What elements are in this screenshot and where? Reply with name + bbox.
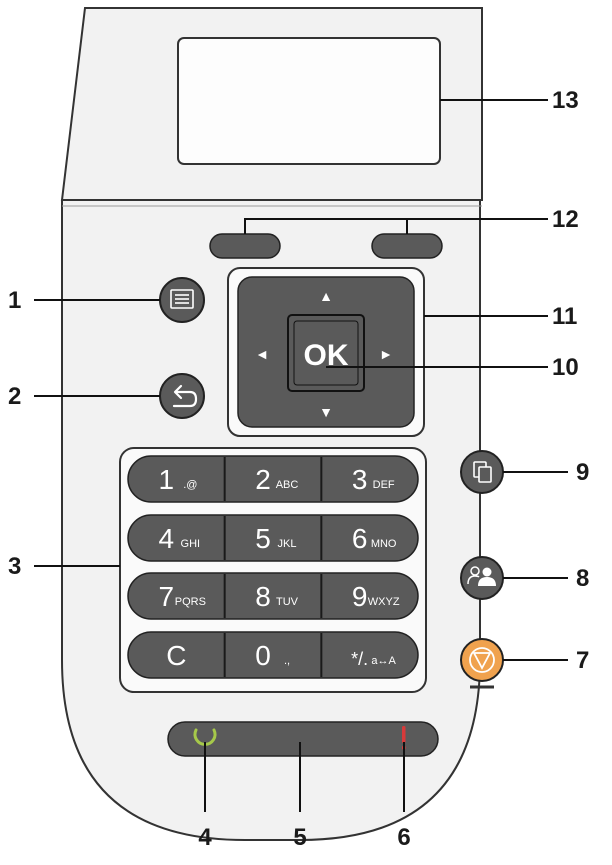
key-sublabel: GHI — [181, 538, 201, 550]
key-sublabel: a↔A — [371, 655, 396, 667]
key-6[interactable] — [323, 517, 416, 559]
key-sublabel: ABC — [276, 479, 299, 491]
stop-button[interactable] — [460, 638, 504, 689]
key-sublabel: PQRS — [175, 596, 206, 608]
key-symbol[interactable] — [323, 634, 416, 676]
key-sublabel: ., — [284, 655, 290, 667]
key-sublabel: TUV — [276, 596, 299, 608]
dpad-right-arrow[interactable]: ► — [379, 346, 393, 362]
callout-lines — [34, 99, 568, 812]
stop-icon — [469, 647, 495, 673]
soft-key-left[interactable] — [209, 233, 281, 259]
key-1[interactable] — [130, 458, 223, 500]
key-label: 1 — [159, 464, 175, 495]
back-button[interactable] — [159, 373, 205, 419]
dpad-up-arrow[interactable]: ▲ — [319, 288, 333, 304]
key-label: 8 — [255, 581, 271, 612]
key-sublabel: .@ — [183, 479, 197, 491]
dpad-left-arrow[interactable]: ◄ — [255, 346, 269, 362]
key-5[interactable] — [227, 517, 320, 559]
key-4[interactable] — [130, 517, 223, 559]
keypad-row — [127, 455, 419, 503]
key-0[interactable] — [227, 634, 320, 676]
key-label: 3 — [352, 464, 368, 495]
lcd-display — [177, 37, 441, 165]
callout-6: 6 — [397, 824, 410, 851]
key-8[interactable] — [227, 575, 320, 617]
callout-9: 9 — [576, 459, 589, 486]
dpad-down-arrow[interactable]: ▼ — [319, 404, 333, 420]
key-3[interactable] — [323, 458, 416, 500]
callout-5: 5 — [293, 824, 306, 851]
callout-3: 3 — [8, 553, 21, 580]
key-label: 0 — [255, 640, 271, 671]
callout-11: 11 — [552, 303, 577, 330]
ok-button-inner — [293, 320, 359, 386]
soft-key-right[interactable] — [371, 233, 443, 259]
key-label: */. — [351, 649, 368, 669]
keypad-row — [127, 631, 419, 679]
callout-7: 7 — [576, 647, 589, 674]
key-sublabel: WXYZ — [368, 596, 400, 608]
ok-button[interactable] — [287, 314, 365, 392]
key-label: 9 — [352, 581, 368, 612]
keypad-row — [127, 572, 419, 620]
key-label: 4 — [159, 523, 175, 554]
indicator-bar — [167, 721, 439, 757]
key-2[interactable] — [227, 458, 320, 500]
key-label: 2 — [255, 464, 271, 495]
copy-button[interactable] — [460, 450, 504, 494]
callout-line-12 — [244, 218, 408, 234]
keypad-frame — [119, 447, 427, 693]
key-label: 5 — [255, 523, 271, 554]
user-login-button[interactable] — [460, 556, 504, 600]
key-label: 7 — [159, 581, 175, 612]
keypad-row — [127, 514, 419, 562]
callout-2: 2 — [8, 383, 21, 410]
callout-1: 1 — [8, 287, 21, 314]
key-label: C — [166, 640, 186, 671]
key-sublabel: JKL — [278, 538, 297, 550]
menu-button[interactable] — [159, 277, 205, 323]
callout-8: 8 — [576, 565, 589, 592]
callout-12: 12 — [552, 206, 579, 233]
callout-4: 4 — [198, 824, 212, 851]
callout-13: 13 — [552, 87, 579, 114]
menu-icon — [170, 289, 194, 309]
user-login-icon — [467, 566, 496, 586]
key-sublabel: DEF — [373, 479, 395, 491]
back-arrow-icon — [172, 384, 198, 408]
key-label: 6 — [352, 523, 368, 554]
copy-icon — [473, 461, 492, 483]
callout-10: 10 — [552, 354, 579, 381]
key-sublabel: MNO — [371, 538, 397, 550]
